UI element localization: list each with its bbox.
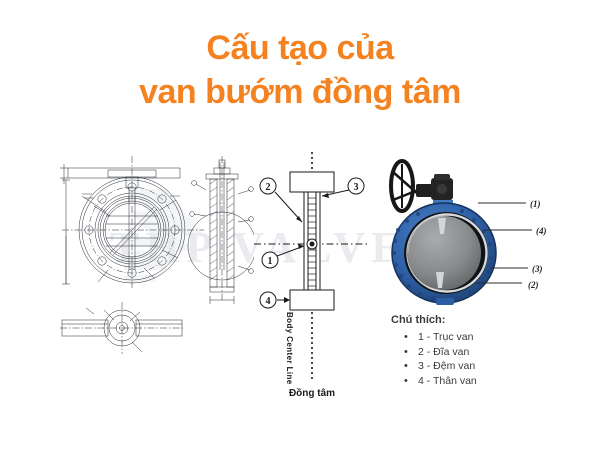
schematic-callout-4: 4 xyxy=(266,296,271,307)
legend-item-label: 4 - Thân van xyxy=(418,374,477,387)
schematic-callout-1: 1 xyxy=(268,256,273,267)
valve-photo xyxy=(378,158,508,308)
photo-callout-lines xyxy=(476,202,532,284)
list-item: • 1 - Trục van xyxy=(404,330,571,345)
title-line-2: van bướm đồng tâm xyxy=(139,73,461,111)
legend-item-label: 3 - Đệm van xyxy=(418,360,476,372)
schematic-callout-3: 3 xyxy=(354,182,359,193)
body-center-line-label: Body Center Line xyxy=(285,312,294,385)
cad-drawing xyxy=(44,150,254,360)
list-item: • 3 - Đệm van xyxy=(404,359,571,374)
handwheel-icon xyxy=(389,159,419,213)
page-title: Cấu tạo của van bướm đồng tâm xyxy=(0,28,600,112)
bullet-icon: • xyxy=(404,331,408,343)
photo-callout-4: (4) xyxy=(536,226,547,236)
legend-item-label: 2 - Đĩa van xyxy=(418,345,470,358)
gearbox-icon xyxy=(416,174,453,200)
bullet-icon: • xyxy=(404,345,408,358)
title-line-1: Cấu tạo của xyxy=(206,29,394,67)
photo-callout-2: (2) xyxy=(528,280,539,290)
list-item: • 2 - Đĩa van xyxy=(404,345,571,360)
photo-callout-3: (3) xyxy=(532,264,543,274)
legend-item-label: 1 - Trục van xyxy=(418,331,474,343)
schematic-caption: Đồng tâm xyxy=(288,388,336,399)
bullet-icon: • xyxy=(404,360,408,372)
legend-heading: Chú thích: xyxy=(391,314,446,326)
bullet-icon: • xyxy=(404,374,408,387)
concentric-schematic: 2 3 1 4 xyxy=(252,150,372,410)
schematic-callout-2: 2 xyxy=(266,182,271,193)
photo-callout-1: (1) xyxy=(530,199,541,209)
legend-block: Chú thích: • 1 - Trục van • 2 - Đĩa van … xyxy=(391,314,571,388)
list-item: • 4 - Thân van xyxy=(404,374,571,389)
watermark-chevron-icon xyxy=(124,189,206,282)
legend-list: • 1 - Trục van • 2 - Đĩa van • 3 - Đệm v… xyxy=(391,330,571,388)
